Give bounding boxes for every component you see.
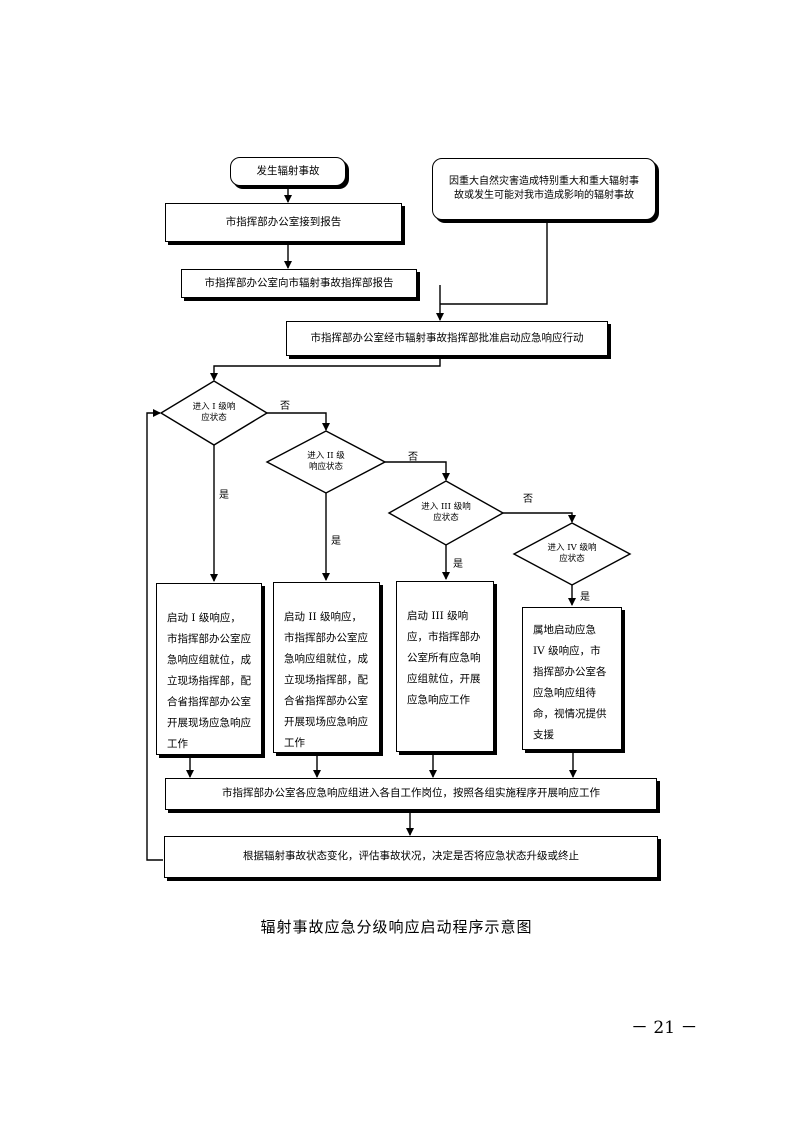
evaluate-box: 根据辐射事故状态变化，评估事故状况，决定是否将应急状态升级或终止 bbox=[164, 836, 658, 878]
arrow-no-2 bbox=[385, 461, 450, 481]
report-to-command-label: 市指挥部办公室向市辐射事故指挥部报告 bbox=[204, 276, 394, 289]
page-number: － 21 － bbox=[631, 1018, 698, 1038]
approve-response-box: 市指挥部办公室经市辐射事故指挥部批准启动应急响应行动 bbox=[286, 321, 608, 356]
no-label-1: 否 bbox=[280, 401, 290, 412]
arrow-feedback-loop bbox=[146, 409, 163, 861]
action-level-2-label: 启动 II 级响应，市指挥部办公室应急响应组就位，成立现场指挥部，配合省指挥部办… bbox=[284, 611, 368, 749]
arrow-external-approve bbox=[440, 220, 548, 305]
all-groups-label: 市指挥部办公室各应急响应组进入各自工作岗位，按照各组实施程序开展响应工作 bbox=[222, 787, 600, 800]
start-node-label: 发生辐射事故 bbox=[256, 164, 320, 177]
action-level-1-box: 启动 I 级响应，市指挥部办公室应急响应组就位，成立现场指挥部，配合省指挥部办公… bbox=[156, 583, 262, 755]
no-label-3: 否 bbox=[523, 494, 533, 505]
arrow-no-3 bbox=[503, 512, 576, 523]
receive-report-label: 市指挥部办公室接到报告 bbox=[225, 215, 342, 228]
report-to-command-box: 市指挥部办公室向市辐射事故指挥部报告 bbox=[181, 269, 417, 298]
action-level-2-box: 启动 II 级响应，市指挥部办公室应急响应组就位，成立现场指挥部，配合省指挥部办… bbox=[273, 582, 380, 753]
yes-label-3: 是 bbox=[453, 559, 463, 570]
action-level-4-label: 属地启动应急 IV 级响应，市指挥部办公室各应急响应组待命，视情况提供支援 bbox=[533, 624, 607, 741]
action-level-3-label: 启动 III 级响应，市指挥部办公室所有应急响应组就位，开展应急响应工作 bbox=[407, 610, 481, 706]
decision-2-label: 进入 II 级响应状态 bbox=[307, 450, 345, 472]
decision-3-label: 进入 III 级响应状态 bbox=[421, 501, 471, 523]
decision-1-label: 进入 I 级响应状态 bbox=[192, 401, 236, 423]
start-node: 发生辐射事故 bbox=[230, 157, 346, 186]
arrow-approve-decision1 bbox=[210, 356, 441, 381]
no-label-2: 否 bbox=[408, 452, 418, 463]
action-level-4-box: 属地启动应急 IV 级响应，市指挥部办公室各应急响应组待命，视情况提供支援 bbox=[522, 607, 622, 750]
receive-report-box: 市指挥部办公室接到报告 bbox=[165, 203, 402, 242]
diagram-caption: 辐射事故应急分级响应启动程序示意图 bbox=[260, 918, 533, 936]
yes-label-2: 是 bbox=[331, 536, 341, 547]
yes-label-4: 是 bbox=[580, 592, 590, 603]
action-level-1-label: 启动 I 级响应，市指挥部办公室应急响应组就位，成立现场指挥部，配合省指挥部办公… bbox=[167, 612, 251, 750]
yes-label-1: 是 bbox=[219, 490, 229, 501]
decision-4-label: 进入 IV 级响应状态 bbox=[547, 542, 597, 564]
action-level-3-box: 启动 III 级响应，市指挥部办公室所有应急响应组就位，开展应急响应工作 bbox=[396, 581, 494, 752]
arrow-no-1 bbox=[267, 412, 330, 431]
external-event-label: 因重大自然灾害造成特别重大和重大辐射事故或发生可能对我市造成影响的辐射事故 bbox=[449, 175, 639, 202]
external-event-node: 因重大自然灾害造成特别重大和重大辐射事故或发生可能对我市造成影响的辐射事故 bbox=[432, 158, 656, 220]
approve-response-label: 市指挥部办公室经市辐射事故指挥部批准启动应急响应行动 bbox=[310, 331, 584, 344]
evaluate-label: 根据辐射事故状态变化，评估事故状况，决定是否将应急状态升级或终止 bbox=[243, 850, 579, 863]
all-groups-box: 市指挥部办公室各应急响应组进入各自工作岗位，按照各组实施程序开展响应工作 bbox=[165, 778, 657, 810]
